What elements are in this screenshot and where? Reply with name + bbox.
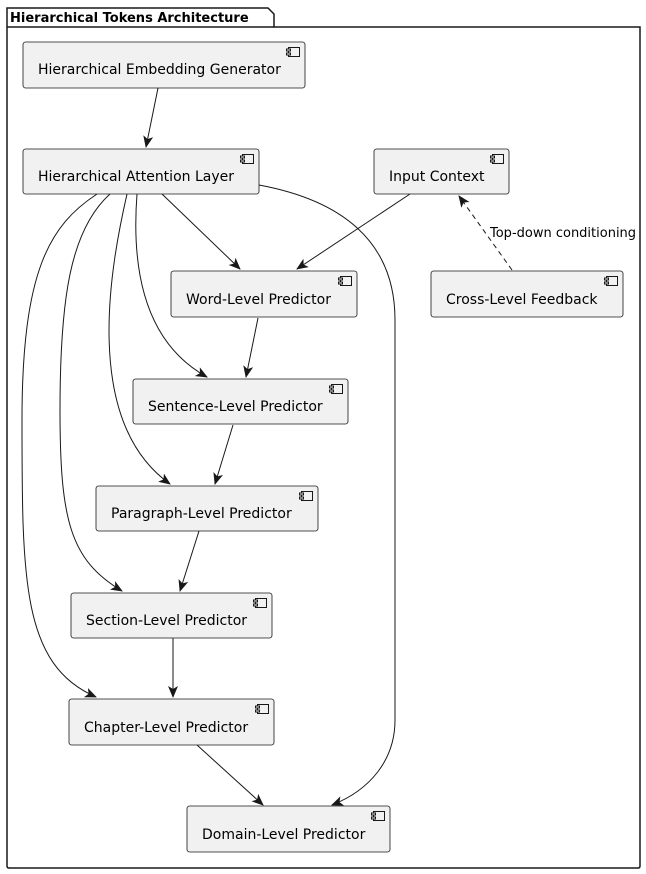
node-label: Cross-Level Feedback bbox=[446, 292, 598, 308]
component-icon bbox=[490, 154, 504, 164]
component-word-level-predictor[interactable]: Word-Level Predictor bbox=[170, 270, 358, 318]
package-frame: Hierarchical Tokens Architecture bbox=[6, 7, 641, 869]
component-icon bbox=[604, 276, 618, 286]
component-paragraph-level-predictor[interactable]: Paragraph-Level Predictor bbox=[95, 485, 319, 532]
component-hierarchical-attention-layer[interactable]: Hierarchical Attention Layer bbox=[22, 148, 260, 195]
node-label: Sentence-Level Predictor bbox=[148, 399, 323, 415]
component-chapter-level-predictor[interactable]: Chapter-Level Predictor bbox=[68, 698, 275, 746]
node-label: Hierarchical Embedding Generator bbox=[38, 62, 281, 78]
node-label: Section-Level Predictor bbox=[86, 613, 247, 629]
component-cross-level-feedback[interactable]: Cross-Level Feedback bbox=[430, 270, 624, 318]
component-section-level-predictor[interactable]: Section-Level Predictor bbox=[70, 592, 273, 639]
component-icon bbox=[371, 811, 385, 821]
node-label: Domain-Level Predictor bbox=[202, 827, 366, 843]
node-label: Paragraph-Level Predictor bbox=[111, 506, 292, 522]
component-hierarchical-embedding-generator[interactable]: Hierarchical Embedding Generator bbox=[22, 41, 306, 89]
edge-embedding-to-attention bbox=[143, 87, 159, 148]
edge-attention-to-paragraph bbox=[108, 193, 171, 485]
component-icon bbox=[329, 384, 343, 394]
edge-paragraph-to-section bbox=[178, 530, 200, 592]
node-label: Chapter-Level Predictor bbox=[84, 720, 248, 736]
edge-attention-to-domain bbox=[258, 184, 396, 806]
edges bbox=[21, 87, 513, 806]
edge-attention-to-word bbox=[161, 193, 241, 270]
edge-sentence-to-paragraph bbox=[213, 424, 234, 485]
edge-feedback-to-input bbox=[458, 195, 513, 271]
edge-chapter-to-domain bbox=[196, 744, 264, 806]
package-title: Hierarchical Tokens Architecture bbox=[10, 11, 249, 26]
component-icon bbox=[253, 598, 267, 608]
node-label: Input Context bbox=[389, 169, 485, 185]
component-icon bbox=[255, 704, 269, 714]
edge-attention-to-sentence bbox=[135, 193, 208, 378]
component-icon bbox=[286, 47, 300, 57]
component-icon bbox=[338, 276, 352, 286]
node-label: Word-Level Predictor bbox=[186, 292, 331, 308]
edge-attention-to-section bbox=[59, 193, 123, 592]
edge-word-to-sentence bbox=[243, 317, 259, 378]
component-icon bbox=[240, 154, 254, 164]
component-icon bbox=[299, 491, 313, 501]
component-domain-level-predictor[interactable]: Domain-Level Predictor bbox=[186, 805, 391, 853]
component-sentence-level-predictor[interactable]: Sentence-Level Predictor bbox=[132, 378, 349, 425]
edge-label-top-down-conditioning: Top-down conditioning bbox=[489, 226, 636, 241]
component-input-context[interactable]: Input Context bbox=[373, 148, 510, 195]
edge-attention-to-chapter bbox=[21, 193, 98, 698]
edge-input-to-word bbox=[296, 193, 411, 270]
node-label: Hierarchical Attention Layer bbox=[38, 169, 234, 185]
